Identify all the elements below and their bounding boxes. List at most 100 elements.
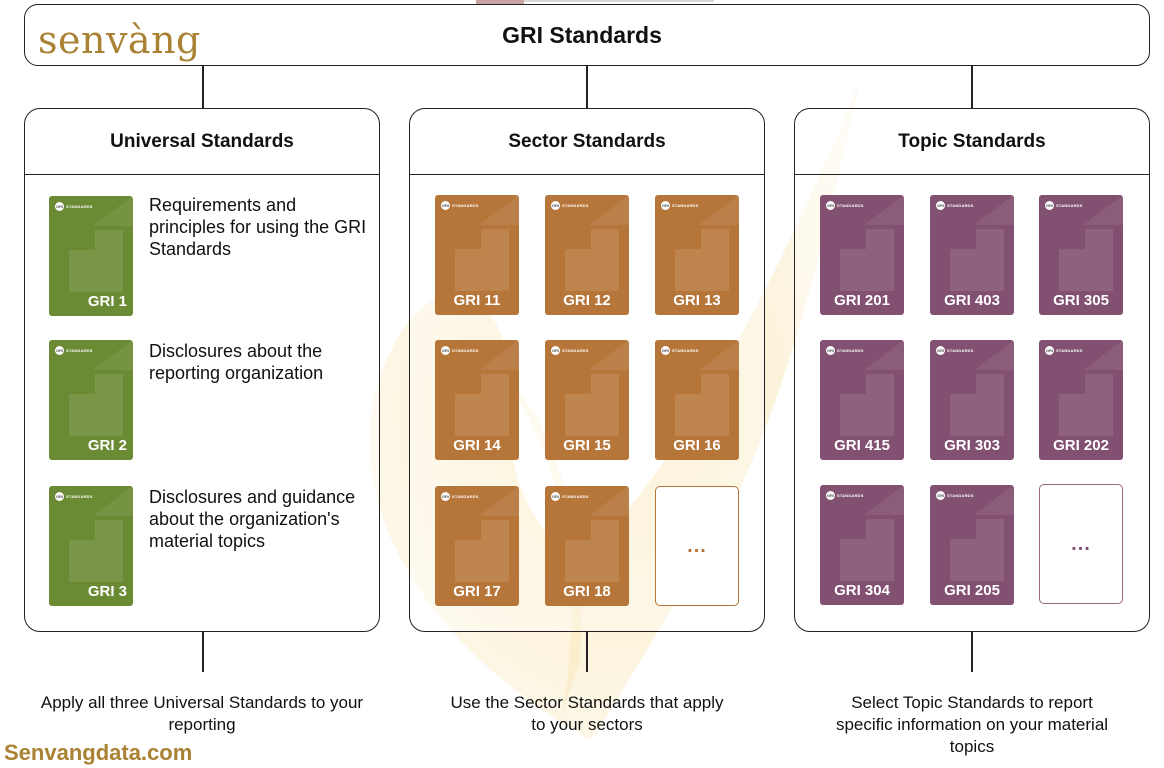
standard-description: Disclosures and guidance about the organ… [149, 487, 356, 551]
brand-label: STANDARDS [947, 348, 974, 353]
card-code: GRI 2 [87, 437, 127, 454]
gri-badge: GRI [551, 201, 560, 210]
card-arrow-graphic [840, 340, 904, 436]
top-accent-bar [476, 0, 524, 4]
card-code: GRI 202 [1053, 437, 1109, 454]
more-standards-placeholder: ... [655, 486, 739, 606]
brand-label: STANDARDS [947, 203, 974, 208]
gri-badge: GRI [826, 201, 835, 210]
card-arrow-graphic [1059, 340, 1123, 436]
website-link[interactable]: Senvangdata.com [4, 740, 193, 765]
page-title: GRI Standards [502, 22, 662, 48]
card-arrow-graphic [565, 340, 629, 436]
card-code: GRI 3 [87, 583, 127, 600]
brand-label: STANDARDS [66, 204, 93, 209]
gri-badge: GRI [441, 201, 450, 210]
topic-footer-text: Select Topic Standards to report specifi… [835, 693, 1109, 756]
connector-line [202, 632, 204, 672]
brand-label: STANDARDS [672, 348, 699, 353]
connector-line [202, 66, 204, 108]
card-arrow-graphic [69, 196, 133, 292]
card-arrow-graphic [950, 340, 1014, 436]
card-code: GRI 303 [944, 437, 1000, 454]
gri-brand: GRI STANDARDS [55, 346, 93, 355]
gri-badge: GRI [936, 201, 945, 210]
gri-badge: GRI [1045, 346, 1054, 355]
card-arrow-graphic [1059, 195, 1123, 291]
card-arrow-graphic [950, 195, 1014, 291]
connector-line [586, 66, 588, 108]
card-code: GRI 17 [453, 583, 501, 600]
brand-label: STANDARDS [947, 493, 974, 498]
card-arrow-graphic [840, 485, 904, 581]
gri-badge: GRI [55, 202, 64, 211]
brand-label: STANDARDS [562, 203, 589, 208]
gri-badge: GRI [551, 492, 560, 501]
connector-line [586, 632, 588, 672]
gri-card: GRI STANDARDS GRI 1 [49, 196, 133, 316]
gri-brand: GRI STANDARDS [55, 202, 93, 211]
card-arrow-graphic [455, 486, 519, 582]
gri-badge: GRI [55, 346, 64, 355]
card-arrow-graphic [69, 340, 133, 436]
gri-badge: GRI [55, 492, 64, 501]
brand-label: STANDARDS [837, 493, 864, 498]
card-code: GRI 415 [834, 437, 890, 454]
brand-label: STANDARDS [1056, 203, 1083, 208]
brand-label: STANDARDS [837, 348, 864, 353]
gri-badge: GRI [661, 346, 670, 355]
brand-label: STANDARDS [452, 203, 479, 208]
connector-line [971, 632, 973, 672]
card-arrow-graphic [840, 195, 904, 291]
card-code: GRI 13 [673, 292, 721, 309]
card-code: GRI 15 [563, 437, 611, 454]
card-code: GRI 201 [834, 292, 890, 309]
connector-line [971, 66, 973, 108]
card-code: GRI 305 [1053, 292, 1109, 309]
brand-label: STANDARDS [66, 494, 93, 499]
more-standards-placeholder: ... [1039, 484, 1123, 604]
gri-badge: GRI [936, 346, 945, 355]
gri-card: GRI STANDARDS GRI 3 [49, 486, 133, 606]
card-code: GRI 11 [453, 292, 501, 309]
gri-badge: GRI [551, 346, 560, 355]
standard-description: Requirements and principles for using th… [149, 195, 367, 259]
brand-label: STANDARDS [837, 203, 864, 208]
logo-wordmark: senvàng [38, 18, 201, 62]
gri-badge: GRI [826, 346, 835, 355]
brand-label: STANDARDS [1056, 348, 1083, 353]
card-code: GRI 403 [944, 292, 1000, 309]
card-code: GRI 304 [834, 582, 890, 599]
sector-footer-text: Use the Sector Standards that apply to y… [450, 693, 724, 734]
top-accent-line [524, 0, 714, 2]
brand-label: STANDARDS [452, 494, 479, 499]
